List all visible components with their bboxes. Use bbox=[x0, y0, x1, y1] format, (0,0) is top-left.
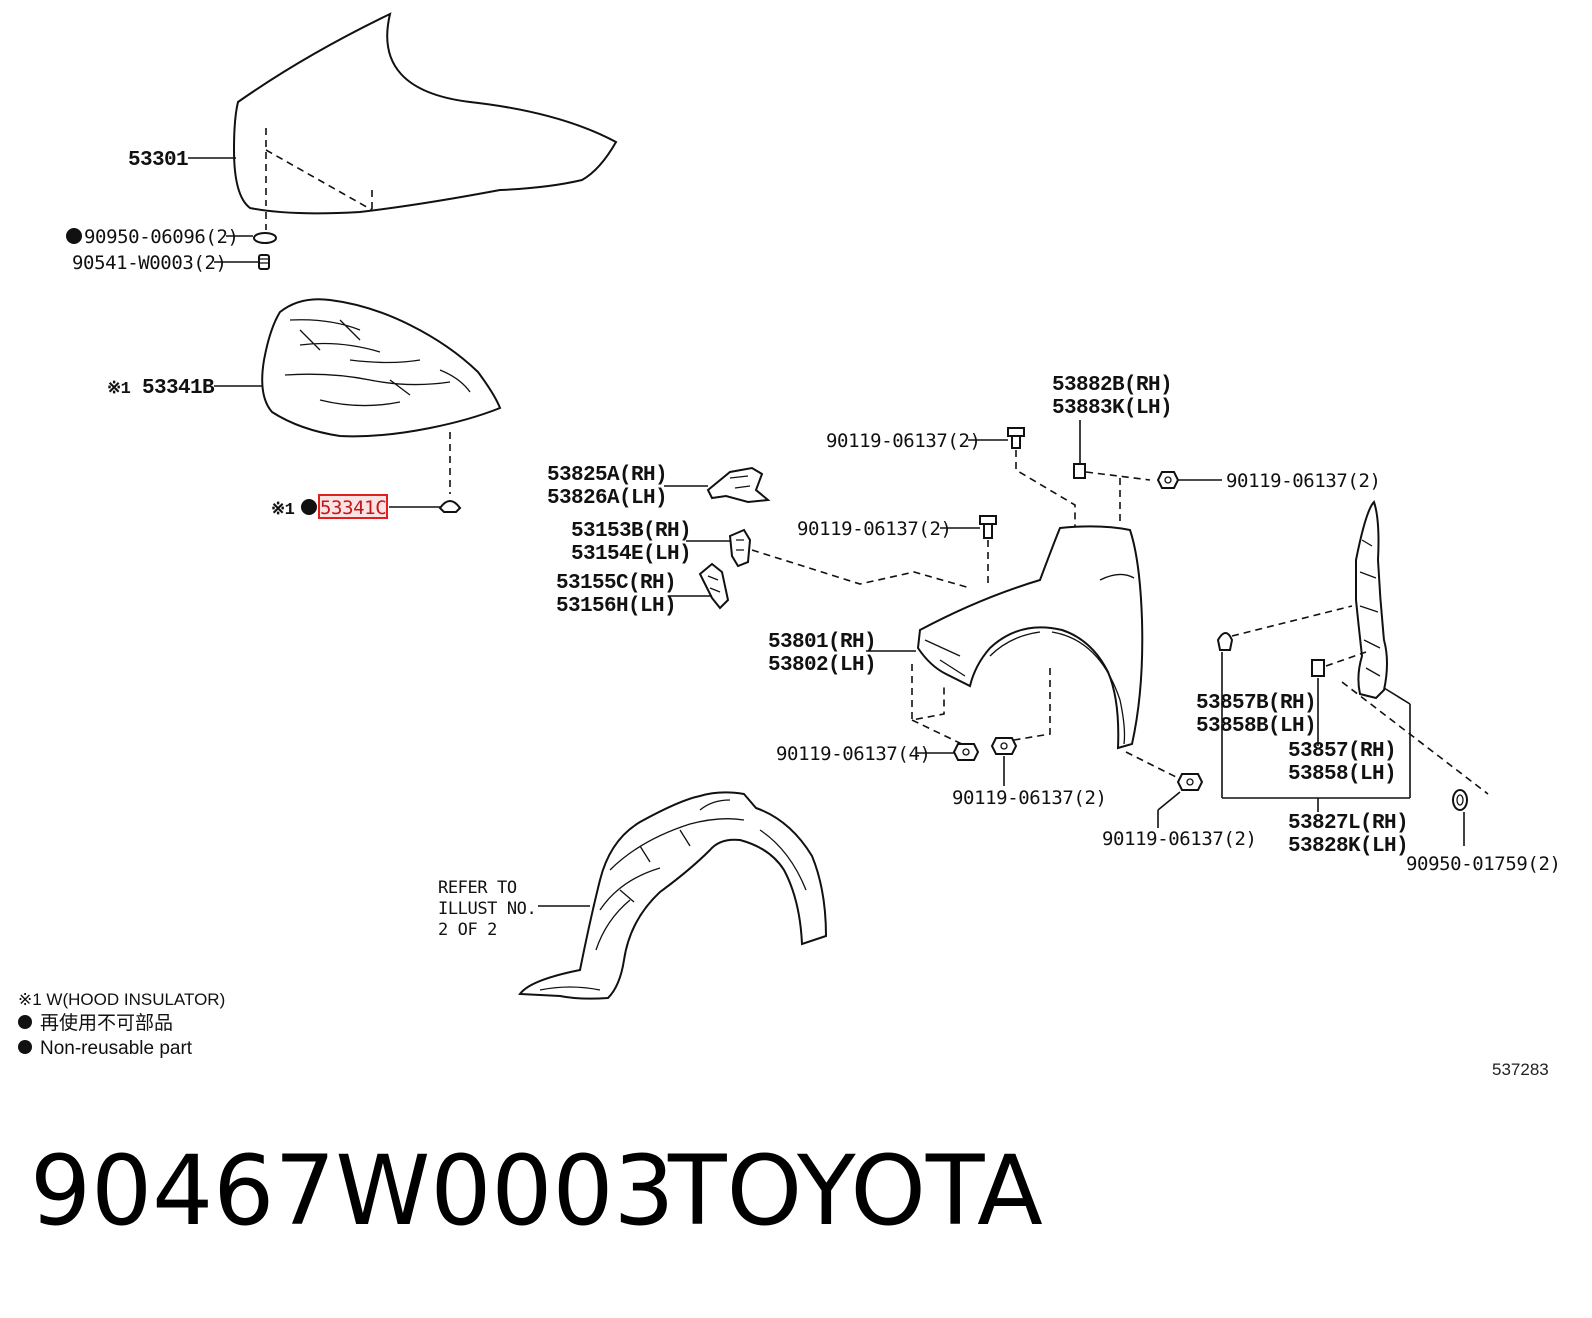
bolt-icon bbox=[1176, 773, 1204, 791]
legend-line3: Non-reusable part bbox=[40, 1038, 193, 1059]
retainer-mark: ※1 bbox=[271, 501, 295, 520]
seal-b-lh-label: 53858B(LH) bbox=[1196, 715, 1316, 738]
caption-brand: TOYOTA bbox=[667, 1135, 1043, 1247]
non-reusable-marker-icon bbox=[18, 1015, 32, 1029]
bolt-top-label: 90119-06137(2) bbox=[826, 430, 981, 452]
bracket-b-rh-label: 53153B(RH) bbox=[571, 520, 691, 543]
hood-label: 53301 bbox=[128, 149, 188, 172]
cushion-icon bbox=[258, 254, 270, 270]
grommet-right-icon bbox=[1452, 789, 1468, 811]
rear-bracket-icon bbox=[1073, 463, 1086, 479]
cushion-label: 90541-W0003(2) bbox=[72, 252, 227, 274]
fender-lh-label: 53802(LH) bbox=[768, 654, 876, 677]
seal-l-lh-label: 53828K(LH) bbox=[1288, 835, 1408, 858]
bolt-right-label: 90119-06137(2) bbox=[1226, 470, 1381, 492]
seal-lh-label: 53858(LH) bbox=[1288, 763, 1396, 786]
refer-line2: ILLUST NO. bbox=[438, 899, 536, 919]
non-reusable-marker-icon bbox=[301, 499, 317, 515]
retainer-label: 53341C bbox=[320, 497, 386, 519]
bolt-mid-label: 90119-06137(2) bbox=[797, 518, 952, 540]
fender-rh-label: 53801(RH) bbox=[768, 631, 876, 654]
caption-part-number: 90467W0003 bbox=[30, 1135, 675, 1247]
front-fender[interactable] bbox=[916, 525, 1144, 750]
seal-l-rh-label: 53827L(RH) bbox=[1288, 812, 1408, 835]
bracket-b[interactable] bbox=[728, 528, 752, 568]
legend-line2: 再使用不可部品 bbox=[40, 1012, 173, 1034]
hood-panel[interactable] bbox=[232, 12, 618, 215]
retainer-clip-icon bbox=[438, 500, 462, 513]
grommet-icon bbox=[253, 232, 277, 244]
refer-line3: 2 OF 2 bbox=[438, 920, 497, 940]
legend-line1: ※1 W(HOOD INSULATOR) bbox=[18, 990, 225, 1009]
non-reusable-marker-icon bbox=[66, 228, 82, 244]
seal-b-rh-label: 53857B(RH) bbox=[1196, 692, 1316, 715]
bolt-low4-label: 90119-06137(4) bbox=[776, 743, 931, 765]
highlight-box[interactable] bbox=[318, 494, 388, 519]
bracket-c-rh-label: 53155C(RH) bbox=[556, 572, 676, 595]
bolt-icon bbox=[990, 737, 1018, 755]
refer-line1: REFER TO bbox=[438, 878, 517, 898]
bolt-icon bbox=[952, 743, 980, 761]
bolt-low2-label: 90119-06137(2) bbox=[952, 787, 1107, 809]
insulator-mark: ※1 bbox=[107, 380, 131, 399]
bracket-a[interactable] bbox=[706, 466, 771, 504]
bolt-icon bbox=[979, 515, 997, 539]
non-reusable-marker-icon bbox=[18, 1040, 32, 1054]
grommet-label: 90950-06096(2) bbox=[84, 226, 239, 248]
bracket-c-lh-label: 53156H(LH) bbox=[556, 595, 676, 618]
bracket-c[interactable] bbox=[698, 562, 730, 610]
bolt-icon bbox=[1156, 471, 1180, 489]
fender-seal[interactable] bbox=[1355, 500, 1388, 700]
seal-rh-label: 53857(RH) bbox=[1288, 740, 1396, 763]
bracket-a-lh-label: 53826A(LH) bbox=[547, 487, 667, 510]
hood-insulator[interactable] bbox=[261, 298, 502, 438]
insulator-label: 53341B bbox=[142, 377, 215, 400]
rear-bracket-lh-label: 53883K(LH) bbox=[1052, 397, 1172, 420]
seal-clip-icon bbox=[1216, 632, 1234, 651]
rear-bracket-rh-label: 53882B(RH) bbox=[1052, 374, 1172, 397]
bolt-icon bbox=[1007, 427, 1025, 449]
fender-liner[interactable] bbox=[518, 791, 828, 1000]
seal-pad-icon bbox=[1311, 659, 1325, 677]
bracket-b-lh-label: 53154E(LH) bbox=[571, 543, 691, 566]
grommet-right-label: 90950-01759(2) bbox=[1406, 853, 1561, 875]
bracket-a-rh-label: 53825A(RH) bbox=[547, 464, 667, 487]
bolt-arch-label: 90119-06137(2) bbox=[1102, 828, 1257, 850]
diagram-id: 537283 bbox=[1492, 1060, 1549, 1079]
